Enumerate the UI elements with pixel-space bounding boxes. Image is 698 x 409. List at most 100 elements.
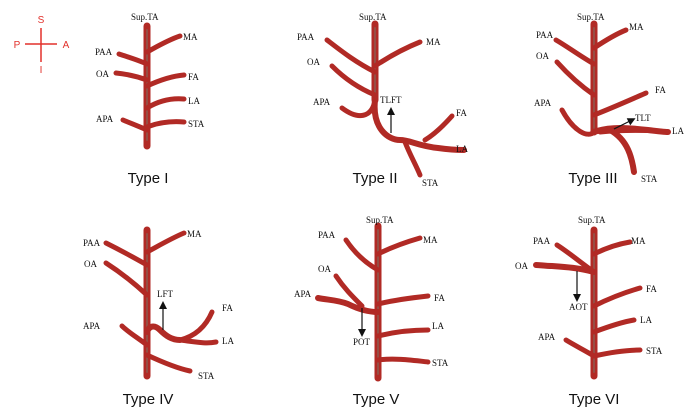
vessel-sta [591,347,643,359]
label-sup-ta: Sup.TA [578,215,606,225]
vessel-apa [339,97,378,118]
vessel-tree-type-vi [533,226,643,380]
label-la: LA [222,336,234,346]
label-oa: OA [307,57,320,67]
vessel-ma [144,33,183,55]
vessel-apa [563,337,597,359]
label-fa: FA [434,293,445,303]
vessel-lft [144,323,183,343]
label-sup-ta: Sup.TA [131,12,159,22]
panel-type-ii: Sup.TA PAA MA OA TLFT APA FA LA STA Type… [297,12,468,188]
label-apa: APA [534,98,552,108]
vessel-sta [144,352,193,374]
panel-type-v: Sup.TA PAA MA OA APA FA LA POT STA Type … [294,215,449,408]
label-ma: MA [183,32,198,42]
label-apa: APA [538,332,556,342]
label-paa: PAA [318,230,336,240]
label-tlft: TLFT [380,95,402,105]
label-apa: APA [294,289,312,299]
label-fa: FA [655,85,666,95]
panel-type-iv: PAA MA OA LFT FA APA LA STA Type IV [83,226,234,408]
label-sup-ta: Sup.TA [577,12,605,22]
label-sta: STA [422,178,439,188]
panel-title: Type I [128,170,169,187]
label-pot: POT [353,337,371,347]
vessel-pot [315,295,381,315]
label-sta: STA [188,119,205,129]
vessel-tree-type-v [315,222,431,382]
orientation-compass: S I P A [14,15,70,76]
vessel-fa [591,285,643,309]
label-sta: STA [646,346,663,356]
vessel-tree-type-iv [103,226,219,380]
label-oa: OA [515,261,528,271]
vessel-ma [591,27,629,51]
label-fa: FA [188,72,199,82]
label-oa: OA [84,259,97,269]
panel-title: Type V [353,391,400,408]
posterior-label: P [14,40,21,51]
vessel-tree-type-i [113,22,187,150]
vessel-ma [375,235,423,257]
vessel-fa [422,113,455,143]
vessel-la [177,337,219,346]
vessel-la [597,127,663,135]
label-ma: MA [423,235,438,245]
vessel-paa [324,37,378,75]
label-oa: OA [536,51,549,61]
label-lft: LFT [157,289,174,299]
vessel-ma [591,239,633,257]
vessel-fa [177,309,215,343]
panel-title: Type IV [123,391,174,408]
vessel-la [375,327,431,339]
label-fa: FA [222,303,233,313]
arrow-tlt [613,118,636,130]
vessel-apa [120,117,150,133]
vessel-tlft [371,97,467,153]
label-aot: AOT [569,302,588,312]
vessel-paa [553,37,597,67]
inferior-label: I [40,65,43,76]
vessel-sta [607,127,637,175]
label-tlt: TLT [635,113,651,123]
label-paa: PAA [533,236,551,246]
vessel-paa [116,51,150,67]
panel-type-i: Sup.TA MA PAA OA FA LA APA STA Type I [95,12,205,187]
label-la: LA [672,126,684,136]
panel-type-vi: Sup.TA PAA MA OA FA AOT LA APA STA Type … [515,215,663,408]
vessel-la [591,317,637,335]
label-la: LA [640,315,652,325]
label-oa: OA [318,264,331,274]
anterior-label: A [63,40,70,51]
vessel-apa [559,107,597,137]
panel-title: Type VI [569,391,620,408]
vessel-fa [144,72,187,89]
panel-type-iii: Sup.TA PAA MA OA FA APA TLT LA STA Type … [534,12,684,187]
label-oa: OA [96,69,109,79]
vessel-sta [375,356,431,365]
label-sta: STA [432,358,449,368]
vessel-paa [343,237,381,273]
vessel-tree-type-iii [553,20,671,175]
label-la: LA [456,144,468,154]
vessel-sta [402,139,423,178]
vessel-oa [333,273,365,309]
vessel-oa [554,59,597,98]
superior-label: S [38,15,45,26]
label-paa: PAA [536,30,554,40]
label-paa: PAA [297,32,315,42]
label-la: LA [432,321,444,331]
vessel-oa [113,70,150,83]
label-sup-ta: Sup.TA [366,215,394,225]
label-ma: MA [426,37,441,47]
label-paa: PAA [83,238,101,248]
vessel-paa [103,240,150,268]
panel-title: Type II [352,170,397,187]
vessel-apa [119,323,150,348]
label-ma: MA [629,22,644,32]
vessel-oa [329,63,378,98]
label-fa: FA [646,284,657,294]
label-sta: STA [641,174,658,184]
label-sup-ta: Sup.TA [359,12,387,22]
